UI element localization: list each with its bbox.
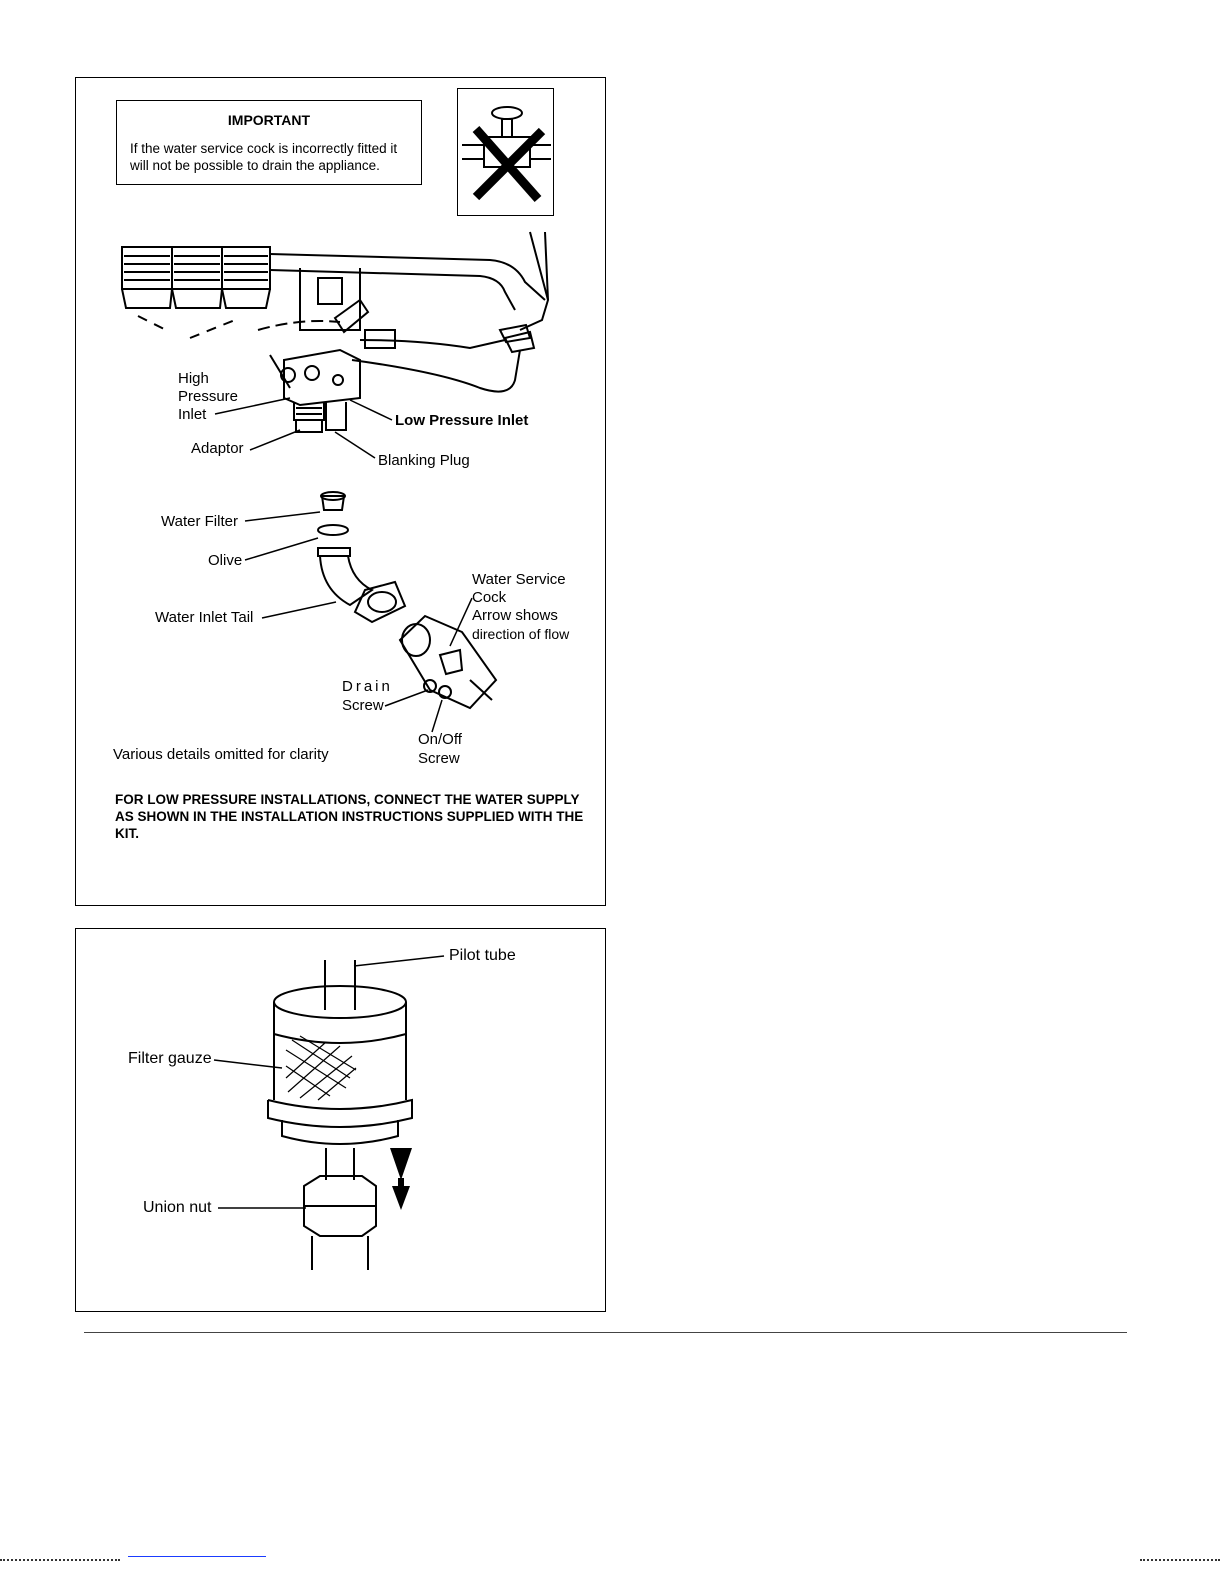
footer-dotted-rule-right [1140, 1559, 1220, 1561]
water-service-cock [398, 614, 498, 710]
low-pressure-warning: FOR LOW PRESSURE INSTALLATIONS, CONNECT … [115, 792, 584, 841]
label-olive: Olive [208, 552, 243, 569]
label-onoff-1: On/Off [418, 731, 462, 748]
label-water-inlet-tail: Water Inlet Tail [155, 609, 254, 626]
label-blanking-plug: Blanking Plug [378, 452, 470, 469]
label-water-service-4: direction of flow [472, 626, 570, 642]
important-notice: IMPORTANT If the water service cock is i… [116, 100, 422, 185]
important-text: If the water service cock is incorrectly… [130, 141, 398, 173]
water-inlet-tail [317, 491, 407, 624]
footer-link-underline[interactable] [128, 1556, 266, 1557]
label-low-pressure-inlet: Low Pressure Inlet [395, 412, 529, 429]
label-union-nut: Union nut [143, 1199, 212, 1216]
footer-dotted-rule-left [0, 1559, 120, 1561]
label-high-pressure-1: High [178, 370, 209, 387]
inlet-block [269, 348, 361, 433]
chassis-frame [257, 231, 550, 334]
label-onoff-2: Screw [418, 750, 460, 767]
incorrect-fit-box [457, 88, 554, 216]
label-filter-gauze: Filter gauze [128, 1050, 212, 1067]
label-water-service-2: Cock [472, 589, 507, 606]
inlet-pipe [351, 323, 536, 393]
label-drain-2: Screw [342, 697, 384, 714]
label-water-filter: Water Filter [161, 513, 238, 530]
label-pilot-tube: Pilot tube [449, 947, 516, 964]
important-title: IMPORTANT [227, 112, 311, 128]
label-water-service-1: Water Service [472, 571, 566, 588]
label-high-pressure-3: Inlet [178, 406, 207, 423]
label-adaptor: Adaptor [191, 440, 244, 457]
filter-diagram-panel [75, 928, 606, 1312]
page-divider [84, 1332, 1127, 1333]
label-water-service-3: Arrow shows [472, 607, 558, 624]
label-drain-1: Drain [342, 678, 393, 695]
label-high-pressure-2: Pressure [178, 388, 239, 405]
diagram-note: Various details omitted for clarity [113, 746, 329, 763]
burner-assembly [121, 246, 271, 339]
crossed-out-tap-icon [462, 106, 551, 202]
